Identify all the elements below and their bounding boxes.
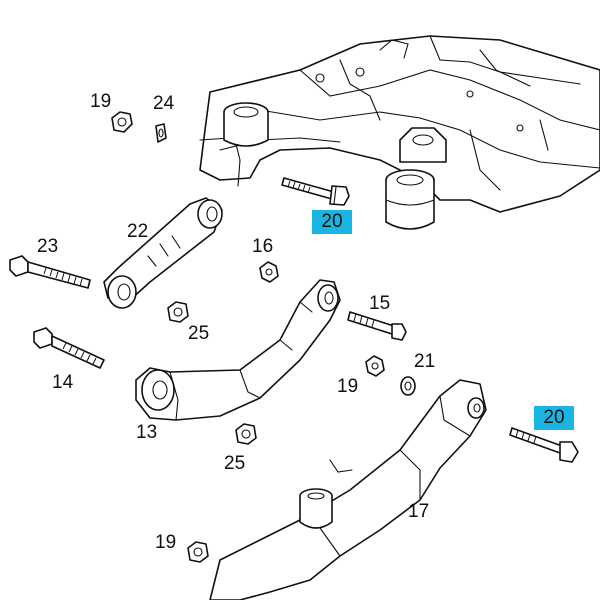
callout-23: 23	[37, 236, 59, 257]
callout-25-upper: 25	[188, 323, 210, 344]
nut-25-lower	[235, 423, 257, 445]
callout-21: 21	[414, 351, 436, 372]
bolt-20-upper	[281, 177, 350, 206]
bolt-23	[9, 255, 91, 289]
nut-16	[259, 261, 279, 283]
subframe	[199, 35, 600, 230]
callout-15: 15	[369, 293, 391, 314]
nut-25-upper	[167, 301, 189, 323]
callout-20-lower: 20	[534, 406, 574, 430]
bolt-14	[33, 327, 105, 369]
nut-19-mid	[365, 355, 385, 377]
callout-16: 16	[252, 236, 274, 257]
washer-21	[400, 376, 416, 396]
callout-14: 14	[52, 372, 74, 393]
bolt-20-lower	[509, 427, 579, 463]
callout-19-mid: 19	[337, 376, 359, 397]
link-22	[103, 197, 223, 309]
callout-19-upper: 19	[90, 91, 112, 112]
callout-24: 24	[153, 93, 175, 114]
nut-19-lower	[187, 541, 209, 563]
nut-19-upper	[111, 111, 133, 133]
arm-13	[135, 279, 341, 421]
washer-24	[155, 123, 167, 143]
callout-20-upper: 20	[312, 210, 352, 234]
callout-22: 22	[127, 221, 149, 242]
callout-17: 17	[408, 501, 430, 522]
callout-25-lower: 25	[224, 453, 246, 474]
callout-13: 13	[136, 422, 158, 443]
bolt-15	[347, 311, 407, 341]
callout-19-lower: 19	[155, 532, 177, 553]
knuckle-17	[209, 379, 487, 600]
